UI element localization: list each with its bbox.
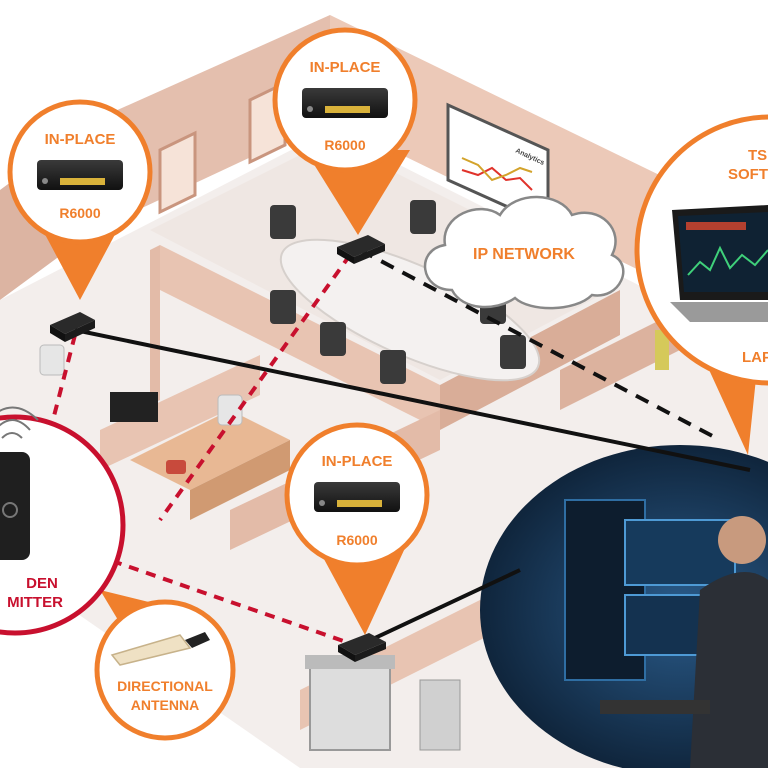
printer: [309, 664, 391, 751]
callout-laptop-software: TS SOFT LAP: [634, 114, 768, 455]
router-icon: [314, 482, 400, 512]
callout-title: IN-PLACE: [45, 131, 116, 148]
callout-inplace-top: IN-PLACE R6000: [272, 27, 418, 235]
transmitter-line2: MITTER: [7, 594, 63, 611]
connections: [38, 248, 751, 647]
router-icon: [37, 160, 123, 190]
r6000-device-bottom: [338, 633, 386, 662]
router-icon: [302, 88, 388, 118]
operator-head: [718, 516, 766, 564]
callout-hidden-transmitter: DEN MITTER: [0, 406, 126, 636]
antenna-icon: [110, 632, 210, 666]
printer-top: [305, 655, 395, 669]
partition-wall-4: [100, 355, 260, 470]
callout-model: R6000: [59, 205, 100, 221]
wifi-signal-icon: [0, 406, 39, 439]
callout-title: IN-PLACE: [322, 453, 393, 470]
plant: [655, 330, 669, 370]
back-wall-left: [95, 15, 330, 230]
chair: [320, 322, 346, 356]
cabinet: [419, 679, 461, 751]
antenna-line1: DIRECTIONAL: [117, 678, 213, 694]
chair: [217, 394, 243, 426]
operator-body: [690, 572, 768, 768]
link-black-solid: [74, 328, 751, 472]
operator-keyboard: [600, 700, 710, 714]
laptop-line2: SOFT: [728, 166, 768, 183]
operator-monitor: [624, 519, 736, 586]
chair: [270, 205, 296, 239]
ip-network-cloud: IP NETWORK: [423, 195, 625, 310]
laptop-icon: [670, 205, 768, 322]
chair: [380, 350, 406, 384]
chair: [410, 200, 436, 234]
whiteboard-chart-line-gold: [461, 157, 533, 182]
monitor: [110, 392, 158, 422]
laptop-line3: LAP: [742, 349, 768, 366]
whiteboard-chart-line-red: [461, 166, 533, 191]
ip-network-label: IP NETWORK: [473, 246, 575, 263]
callout-inplace-bottom: IN-PLACE R6000: [284, 422, 430, 635]
r6000-device-top: [337, 235, 385, 264]
callout-inplace-left: IN-PLACE R6000: [7, 99, 153, 300]
link-red-dashed: [94, 553, 356, 647]
desk-side: [190, 440, 290, 520]
window-1: [158, 130, 197, 215]
partition-wall-1: [150, 245, 160, 405]
chair: [39, 344, 65, 376]
laptop-line1: TS: [748, 147, 767, 164]
transmitter-line1: DEN: [26, 575, 58, 592]
antenna-line2: ANTENNA: [131, 697, 199, 713]
r6000-device-left: [50, 312, 95, 342]
callout-directional-antenna: DIRECTIONAL ANTENNA: [94, 590, 236, 741]
callout-model: R6000: [336, 532, 377, 548]
partition-wall-2: [160, 245, 440, 430]
callout-model: R6000: [324, 137, 365, 153]
transmitter-device-icon: [0, 452, 30, 560]
chair: [500, 335, 526, 369]
chair: [270, 290, 296, 324]
link-black-dashed: [359, 248, 721, 442]
operator-photo: [480, 445, 768, 768]
link-black-solid: [359, 568, 521, 647]
link-red-dashed: [158, 253, 352, 522]
callout-title: IN-PLACE: [310, 59, 381, 76]
phone-on-desk: [166, 460, 186, 474]
